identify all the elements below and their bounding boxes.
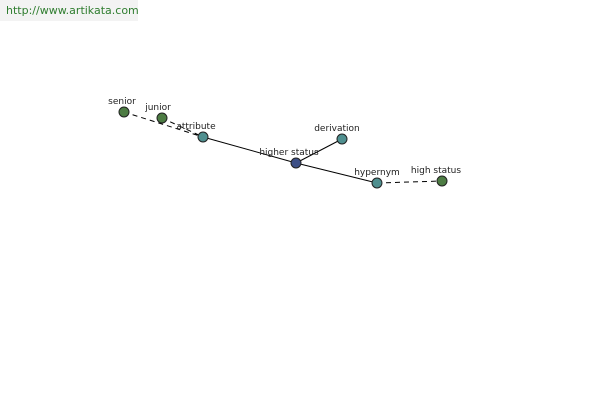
- node-label-junior[interactable]: junior: [144, 103, 171, 113]
- node-hypernym[interactable]: [371, 177, 383, 189]
- node-derivation[interactable]: [336, 133, 348, 145]
- node-label-attribute[interactable]: attribute: [176, 122, 216, 132]
- node-label-hypernym[interactable]: hypernym: [354, 168, 400, 178]
- node-attribute[interactable]: [197, 131, 209, 143]
- node-junior[interactable]: [156, 112, 168, 124]
- edge-attribute-higher-status: [202, 136, 297, 164]
- edge-junior-attribute: [161, 117, 204, 138]
- node-label-senior[interactable]: senior: [108, 97, 136, 107]
- edge-senior-attribute: [123, 111, 204, 138]
- graph-edges: [123, 111, 443, 184]
- node-label-high-status[interactable]: high status: [411, 166, 461, 176]
- graph-nodes: [118, 106, 448, 189]
- node-high-status[interactable]: [436, 175, 448, 187]
- node-higher-status[interactable]: [290, 157, 302, 169]
- edge-higher-status-derivation: [295, 138, 343, 164]
- node-senior[interactable]: [118, 106, 130, 118]
- node-label-higher-status[interactable]: higher status: [259, 148, 319, 158]
- site-url-link[interactable]: http://www.artikata.com: [0, 0, 139, 21]
- edge-higher-status-hypernym: [295, 162, 378, 184]
- edge-hypernym-high-status: [376, 180, 443, 184]
- node-label-derivation[interactable]: derivation: [314, 124, 360, 134]
- graph-labels: senior junior attribute higher status deriva…: [108, 97, 461, 178]
